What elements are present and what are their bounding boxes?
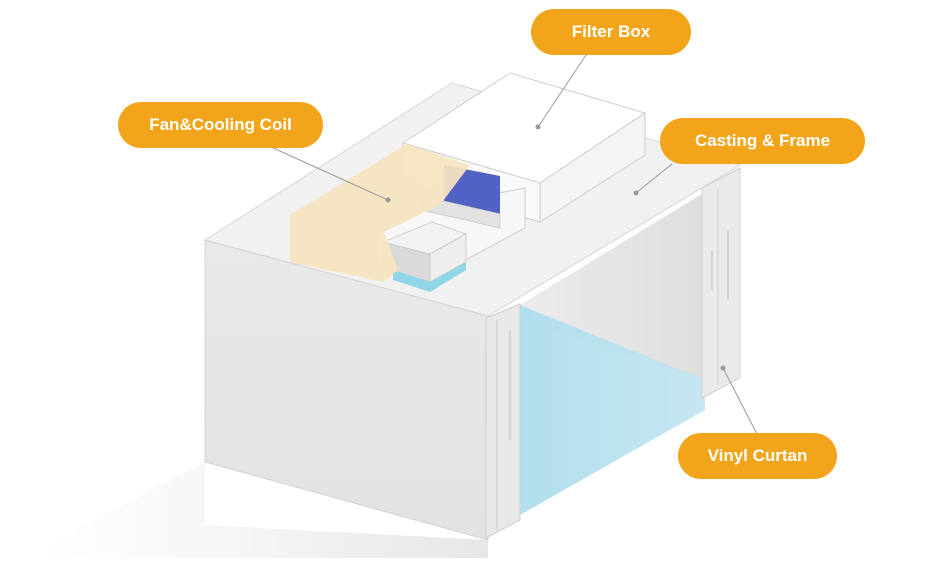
filter-box-label: Filter Box bbox=[531, 9, 691, 55]
fan-cooling-coil-label-text: Fan&Cooling Coil bbox=[149, 115, 292, 134]
vinyl-curtain bbox=[490, 305, 705, 525]
casting-frame-label: Casting & Frame bbox=[660, 118, 865, 164]
leader-lines bbox=[270, 54, 759, 437]
fan-cooling-coil-label: Fan&Cooling Coil bbox=[118, 102, 323, 148]
booth-front-face bbox=[204, 239, 489, 541]
leader-casting-frame bbox=[635, 163, 673, 194]
casting-frame-label-text: Casting & Frame bbox=[694, 131, 831, 150]
filter-box-label-text: Filter Box bbox=[571, 22, 651, 41]
front-post bbox=[485, 303, 521, 539]
leader-fan-coil bbox=[270, 146, 389, 201]
back-post bbox=[701, 167, 741, 399]
vinyl-curtain-label: Vinyl Curtan bbox=[678, 433, 837, 479]
leader-vinyl-curtain bbox=[722, 367, 759, 437]
vinyl-curtain-label-text: Vinyl Curtan bbox=[707, 446, 808, 465]
leader-filter-box bbox=[537, 54, 587, 128]
floor-shadow bbox=[40, 462, 488, 558]
fan-cooling-coil-unit bbox=[290, 144, 526, 292]
